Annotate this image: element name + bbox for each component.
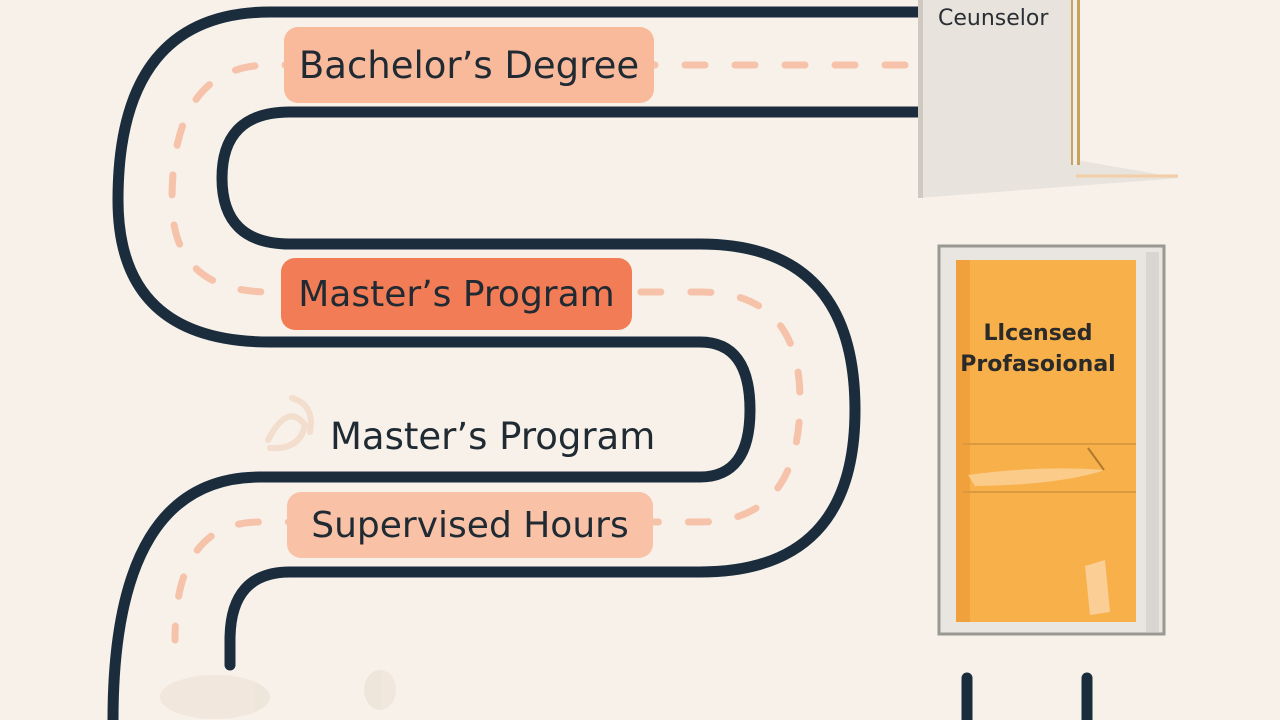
road-center-dashes [168, 61, 909, 644]
door-licensed-line2: Profasoional [960, 352, 1116, 377]
road-outer-edge [107, 6, 924, 720]
door-licensed-label: Llcensed Profasoional [958, 318, 1118, 380]
milestone-supervised-hours: Supervised Hours [287, 492, 653, 558]
road-inner-edge [216, 106, 924, 671]
decor-scribble-bottom [160, 670, 396, 719]
milestone-masters-program: Master’s Program [281, 258, 632, 330]
door-licensed-line1: Llcensed [983, 321, 1093, 346]
decor-scribble-left [265, 395, 314, 452]
door-licensed [937, 244, 1166, 636]
milestone-bachelors-degree: Bachelor’s Degree [284, 27, 654, 103]
door-counselor-label: Ceunselor [938, 6, 1049, 31]
door-base-posts [961, 672, 1093, 720]
door-counselor [918, 0, 1180, 198]
milestone-masters-program-label: Master’s Program [330, 415, 656, 458]
